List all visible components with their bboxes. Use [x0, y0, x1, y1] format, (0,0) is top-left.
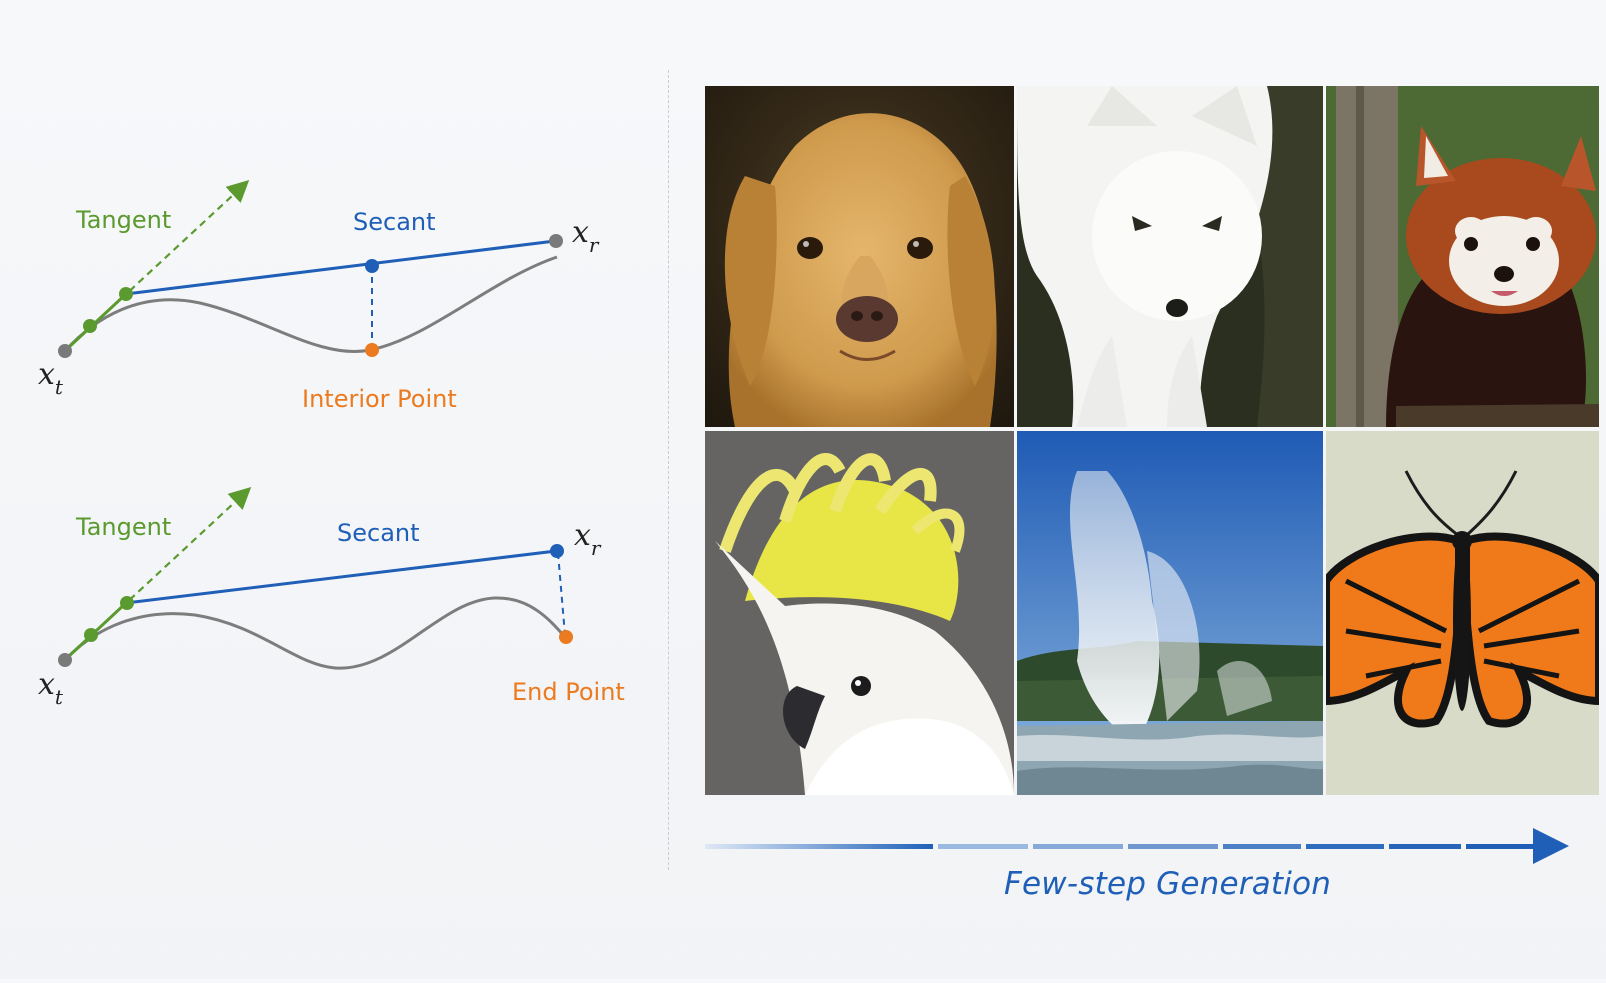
panel-divider — [668, 70, 669, 870]
secant-label: Secant — [353, 208, 436, 236]
start-var-label: xt — [38, 667, 64, 709]
interior-point — [365, 343, 379, 357]
secant-point — [365, 259, 379, 273]
tangent-solid — [66, 292, 128, 350]
tangent-solid — [66, 601, 128, 659]
tangent-label: Tangent — [75, 206, 171, 234]
point-label: End Point — [512, 678, 625, 706]
end-projection — [557, 552, 566, 636]
diagram-bottom: Tangent Secant End Point xt xr — [38, 487, 625, 709]
tangent-point — [83, 319, 97, 333]
end-point — [549, 234, 563, 248]
gallery-image-cockatoo — [705, 431, 1014, 795]
gallery-image-geyser — [1017, 431, 1323, 795]
end-var-label: xr — [574, 518, 602, 560]
secant-line — [125, 239, 556, 296]
gallery-image-dog — [705, 86, 1014, 427]
arrow-head — [1533, 828, 1569, 864]
trajectory-curve — [63, 255, 558, 353]
gallery-image-red-panda — [1326, 86, 1599, 427]
gallery-image-fox — [1017, 86, 1323, 427]
trajectory-curve — [63, 596, 567, 670]
gallery-caption: Few-step Generation — [1004, 866, 1332, 902]
start-point — [58, 653, 72, 667]
secant-end-point — [550, 544, 564, 558]
diagram-top: Tangent Secant Interior Point xt xr — [38, 180, 600, 413]
tangent-label: Tangent — [75, 513, 171, 541]
start-point — [58, 344, 72, 358]
end-var-label: xr — [572, 215, 600, 257]
diagram-svg: Tangent Secant Interior Point xt xr Tang… — [38, 180, 625, 709]
secant-diagram-panel: Tangent Secant Interior Point xt xr Tang… — [0, 0, 660, 979]
start-var-label: xt — [38, 357, 64, 399]
secant-label: Secant — [337, 519, 420, 547]
secant-start-point — [119, 287, 133, 301]
end-point — [559, 630, 573, 644]
secant-start-point — [120, 596, 134, 610]
secant-line — [125, 549, 557, 605]
few-step-arrow — [705, 828, 1569, 864]
gallery-image-butterfly — [1326, 431, 1599, 795]
sample-gallery — [705, 86, 1599, 796]
point-label: Interior Point — [302, 385, 457, 413]
tangent-point — [84, 628, 98, 642]
